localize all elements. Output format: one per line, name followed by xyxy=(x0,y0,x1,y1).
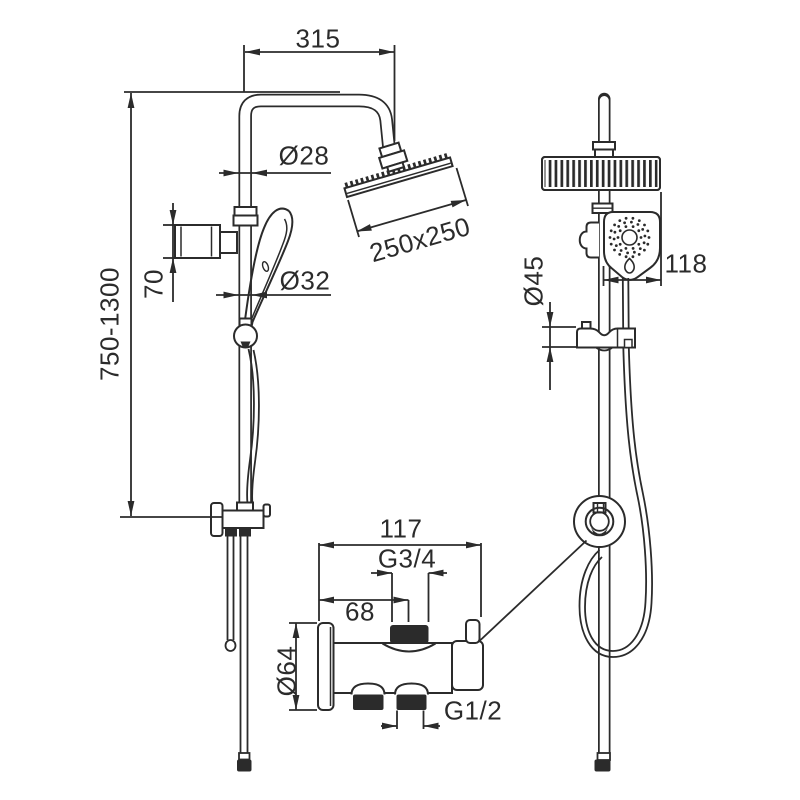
diverter-pull-knob xyxy=(465,619,481,644)
dim-label-pipe-diameter: Ø32 xyxy=(279,265,331,296)
hose-hook-ring xyxy=(573,495,626,548)
diverter-stem xyxy=(219,231,238,254)
dim-label-height-range: 750-1300 xyxy=(94,267,125,381)
front-view xyxy=(174,93,454,772)
handset-holder xyxy=(578,221,599,259)
leader-line xyxy=(479,539,588,642)
spray-face-dots xyxy=(608,216,651,259)
dim-label-handset-width: 118 xyxy=(664,248,708,279)
dim-label-bottom-thread: G1/2 xyxy=(443,695,503,726)
dim-label-inlet-offset: 68 xyxy=(345,596,375,627)
dim-label-diverter-height: 70 xyxy=(138,269,169,299)
dim-label-slider-diameter: Ø45 xyxy=(518,255,549,307)
slider-clamp xyxy=(576,321,636,352)
diverter-knob xyxy=(174,224,221,259)
top-outlet-thread xyxy=(390,625,429,644)
mixer-valve xyxy=(317,619,484,711)
head-connector xyxy=(377,141,409,174)
mixer-cartridge xyxy=(451,640,484,691)
dim-label-arm-width: 315 xyxy=(295,23,341,54)
handset-side-profile xyxy=(243,207,294,330)
handset-hose-front xyxy=(246,348,255,505)
dim-label-top-thread: G3/4 xyxy=(377,543,437,574)
bracket-wall-flange xyxy=(210,502,224,537)
handset-front xyxy=(603,211,661,281)
inlet-thread-right xyxy=(396,694,427,710)
hose-loop xyxy=(578,277,653,658)
overhead-head-side xyxy=(541,156,661,191)
outlet-hoses xyxy=(224,536,252,772)
dim-label-pipe-top-diameter: Ø28 xyxy=(278,140,330,171)
mixer-body xyxy=(332,642,453,694)
dimension-arrowheads xyxy=(127,48,661,730)
inlet-thread-left xyxy=(353,694,384,710)
dim-label-flange-diameter: Ø64 xyxy=(271,645,302,697)
dim-label-body-width: 117 xyxy=(379,513,423,544)
dimension-lines xyxy=(120,45,662,730)
bracket-body xyxy=(221,509,265,529)
side-view xyxy=(479,92,661,772)
